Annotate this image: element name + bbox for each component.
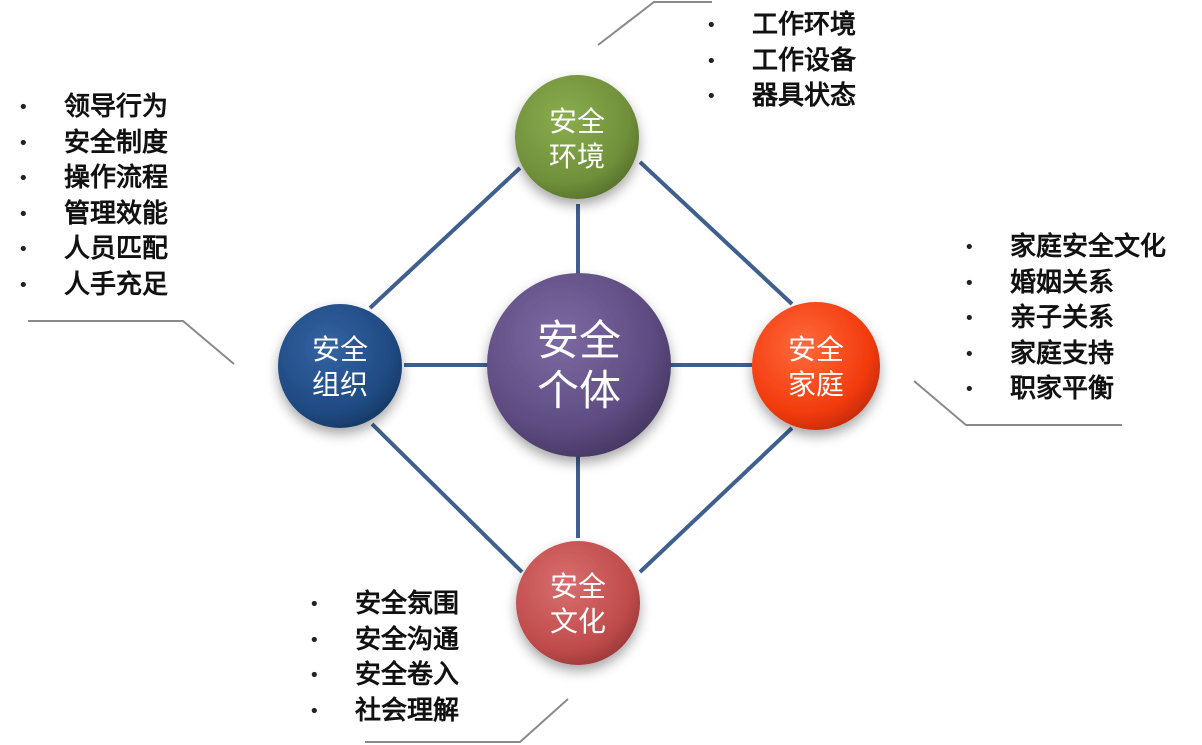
callout-culture [365, 698, 569, 743]
list-item: 工作设备 [706, 44, 856, 80]
node-organization-line1: 安全 [312, 333, 368, 366]
node-family-line1: 安全 [788, 333, 844, 366]
list-item: 安全沟通 [309, 623, 459, 659]
list-item: 安全氛围 [309, 587, 459, 623]
list-item: 工作环境 [706, 8, 856, 44]
node-environment-line2: 环境 [549, 140, 605, 173]
node-culture-line1: 安全 [550, 570, 606, 603]
node-culture [516, 541, 640, 665]
node-family-line2: 家庭 [788, 368, 844, 401]
callout-family [913, 380, 1122, 426]
list-item: 婚姻关系 [964, 266, 1166, 302]
list-item: 家庭安全文化 [964, 230, 1166, 266]
node-center-line1: 安全 [537, 316, 621, 365]
list-item: 家庭支持 [964, 337, 1166, 373]
node-organization-circle [278, 304, 402, 428]
list-item: 操作流程 [18, 161, 168, 197]
list-item: 亲子关系 [964, 301, 1166, 337]
list-item: 职家平衡 [964, 372, 1166, 408]
list-item: 器具状态 [706, 79, 856, 115]
node-center-line2: 个体 [537, 366, 621, 415]
line-org-culture [370, 422, 524, 574]
list-item: 管理效能 [18, 197, 168, 233]
callout-env [597, 0, 712, 46]
node-environment-line1: 安全 [549, 105, 605, 138]
node-culture-line2: 文化 [550, 605, 606, 638]
list-item: 社会理解 [309, 694, 459, 730]
node-environment-circle [515, 75, 639, 199]
node-center-circle [487, 273, 671, 457]
line-family-culture [638, 426, 794, 574]
callout-lines [28, 0, 1122, 743]
node-organization [278, 304, 402, 428]
node-family [752, 302, 880, 430]
node-center [487, 273, 671, 457]
list-item: 领导行为 [18, 90, 168, 126]
node-family-circle [752, 302, 880, 430]
node-environment [515, 75, 639, 199]
list-organization: 领导行为 安全制度 操作流程 管理效能 人员匹配 人手充足 [18, 90, 168, 304]
callout-org [28, 320, 235, 365]
list-culture: 安全氛围 安全沟通 安全卷入 社会理解 [309, 587, 459, 730]
list-item: 人员匹配 [18, 232, 168, 268]
list-item: 安全卷入 [309, 658, 459, 694]
list-environment: 工作环境 工作设备 器具状态 [706, 8, 856, 115]
node-culture-circle [516, 541, 640, 665]
list-item: 安全制度 [18, 126, 168, 162]
list-item: 人手充足 [18, 268, 168, 304]
list-family: 家庭安全文化 婚姻关系 亲子关系 家庭支持 职家平衡 [964, 230, 1166, 408]
node-organization-line2: 组织 [312, 368, 368, 401]
line-env-family [638, 160, 794, 306]
connector-lines [368, 160, 794, 574]
line-env-org [368, 166, 522, 310]
